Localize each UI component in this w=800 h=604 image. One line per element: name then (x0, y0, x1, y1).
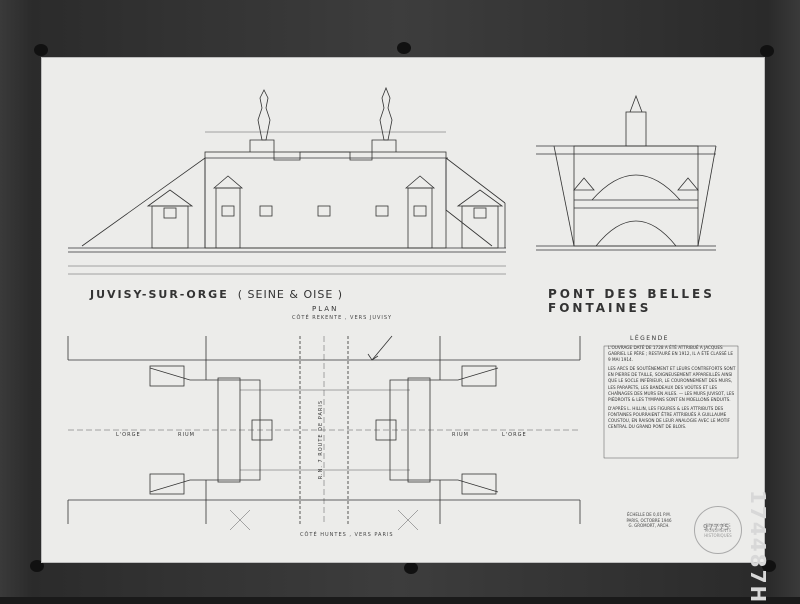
legend-paragraph: D'APRÈS L. HILLIN, LES FIGURES & LES ATT… (608, 405, 730, 430)
river-label-right: L'ORGE (502, 432, 527, 438)
bridge-elevation (68, 86, 506, 275)
architect-line: G. GROMORT, ARCH. (628, 523, 670, 528)
drawing-sheet (42, 58, 764, 562)
legend-box (603, 345, 739, 459)
plan-heading: PLAN (312, 305, 339, 313)
pin-top-center (397, 42, 411, 54)
legend-title: LÉGENDE (630, 335, 669, 342)
river-label-left: L'ORGE (116, 432, 141, 438)
rium-label-left: RIUM (178, 432, 195, 438)
negative-side-code: 174487H (746, 490, 770, 604)
road-label: R.N. 7 ROUTE DE PARIS (318, 400, 324, 480)
scale-line: ÉCHELLE DE 0,01 P.M. (627, 512, 671, 517)
pin-bottom-left (30, 560, 44, 572)
legend-paragraph: LES ARCS DE SOUTÈNEMENT ET LEURS CONTREF… (608, 366, 736, 402)
inventory-number: 97775 (703, 523, 730, 532)
department-name: ( SEINE & OISE ) (237, 288, 344, 301)
plan-top-label: CÔTÉ REKENTE , VERS JUVISY (292, 315, 393, 321)
pin-top-left (34, 44, 48, 56)
place-title: JUVISY-SUR-ORGE ( SEINE & OISE ) (90, 288, 343, 301)
bridge-side-view (536, 94, 717, 251)
monument-title: PONT DES BELLES FONTAINES (548, 287, 715, 315)
plan-bottom-label: CÔTÉ HUNTES , VERS PARIS (300, 532, 394, 538)
archive-stamp: BEAUX-ARTS MONUMENTS HISTORIQUES (694, 506, 742, 554)
pin-bottom-right (762, 560, 776, 572)
pin-top-right (760, 45, 774, 57)
legend-paragraph: L'OUVRAGE DATÉ DE 1728 A ÉTÉ ATTRIBUÉ A … (608, 345, 734, 363)
scale-note: ÉCHELLE DE 0,01 P.M. PARIS, OCTOBRE 1946… (614, 512, 684, 529)
legend-text: L'OUVRAGE DATÉ DE 1728 A ÉTÉ ATTRIBUÉ A … (608, 345, 736, 433)
date-line: PARIS, OCTOBRE 1946 (626, 517, 672, 523)
rium-label-right: RIUM (452, 432, 469, 438)
pin-bottom-center (404, 562, 418, 574)
bridge-plan (67, 335, 581, 531)
place-name: JUVISY-SUR-ORGE (90, 288, 229, 301)
